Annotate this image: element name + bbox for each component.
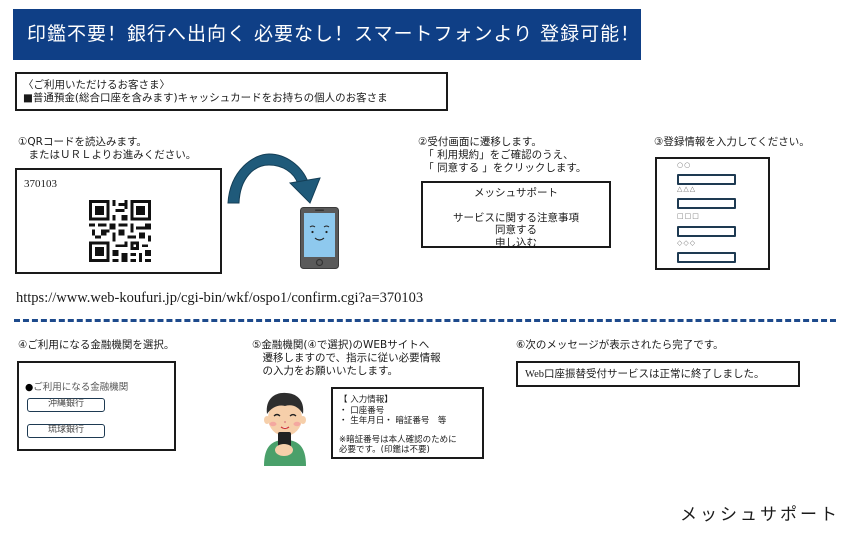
reception-screen-mock: メッシュサポート サービスに関する注意事項 同意する 申し込む — [421, 181, 611, 249]
input-info-note: 必要です。(印鑑は不要) — [339, 445, 430, 455]
step3-title: ③登録情報を入力してください。 — [654, 136, 810, 148]
form-field-label: ○○ — [677, 161, 692, 169]
smartphone-icon — [300, 207, 339, 269]
qr-code-icon[interactable] — [89, 200, 151, 262]
headline-banner: 印鑑不要！銀行へ出向く 必要なし！スマートフォンより 登録可能！ — [13, 9, 641, 60]
step2-title: ②受付画面に遷移します。 「 利用規約」をご確認のうえ、 「 同意する 」をクリ… — [418, 136, 587, 174]
reception-screen-title: メッシュサポート — [474, 187, 558, 199]
form-field-label: ◇◇◇ — [677, 239, 697, 247]
step1-title: ①QRコードを読込みます。 またはＵＲＬよりお進みください。 — [18, 136, 197, 161]
input-info-heading: 【 入力情報】 — [339, 395, 393, 405]
step6-title: ⑥次のメッセージが表示されたら完了です。 — [516, 339, 724, 351]
completion-message-prefix: Web — [525, 369, 544, 380]
form-input-field[interactable] — [677, 226, 736, 237]
bullet-icon: ● — [25, 382, 34, 393]
bank-button-okinawa[interactable]: 沖縄銀行 — [27, 398, 105, 412]
bank-selection-label: ●ご利用になる金融機関 — [25, 382, 129, 393]
terms-link[interactable]: サービスに関する注意事項 — [453, 211, 579, 224]
company-name: メッシュサポート — [680, 505, 840, 525]
input-info-note: ※暗証番号は本人確認のために — [339, 434, 457, 445]
section-divider — [14, 319, 836, 322]
curved-arrow-icon — [227, 153, 321, 204]
form-field-label: □□□ — [677, 212, 700, 220]
bank-button-ryukyu[interactable]: 琉球銀行 — [27, 424, 105, 438]
headline-text: 印鑑不要！銀行へ出向く 必要なし！スマートフォンより 登録可能！ — [27, 23, 641, 45]
apply-button[interactable]: 申し込む — [495, 236, 537, 249]
eligibility-heading: 〈ご利用いただけるお客さま〉 — [23, 79, 170, 91]
qr-code-number: 370103 — [24, 178, 57, 190]
form-field-label: △△△ — [677, 185, 697, 193]
completion-message: 口座振替受付サービスは正常に終了しました。 — [543, 368, 765, 380]
registration-url-link[interactable]: https://www.web-koufuri.jp/cgi-bin/wkf/o… — [16, 290, 424, 306]
bank-selection-mock: ●ご利用になる金融機関 沖縄銀行 琉球銀行 — [17, 361, 176, 451]
form-input-field[interactable] — [677, 252, 736, 263]
form-input-field[interactable] — [677, 174, 736, 185]
registration-form-mock: ○○ △△△ □□□ ◇◇◇ — [655, 157, 770, 270]
input-info-item: ・ 生年月日・ 暗証番号 等 — [339, 416, 447, 426]
eligibility-box: 〈ご利用いただけるお客さま〉 ■普通預金(総合口座を含みます)キャッシュカードを… — [15, 72, 448, 111]
agree-button[interactable]: 同意する — [495, 224, 537, 236]
input-info-panel: 【 入力情報】 ・ 口座番号 ・ 生年月日・ 暗証番号 等 ※暗証番号は本人確認… — [331, 387, 484, 459]
eligibility-description: ■普通預金(総合口座を含みます)キャッシュカードをお持ちの個人のお客さま — [23, 92, 388, 104]
step5-title: ⑤金融機関(④で選択)のWEBサイトへ 遷移しますので、指示に従い必要情報 の入… — [252, 339, 441, 377]
completion-message-box: Web口座振替受付サービスは正常に終了しました。 — [516, 361, 800, 387]
qr-code-panel: 370103 — [15, 168, 222, 274]
step4-title: ④ご利用になる金融機関を選択。 — [18, 339, 175, 351]
input-info-item: ・ 口座番号 — [339, 405, 385, 416]
person-with-phone-icon — [264, 392, 306, 466]
form-input-field[interactable] — [677, 198, 736, 209]
